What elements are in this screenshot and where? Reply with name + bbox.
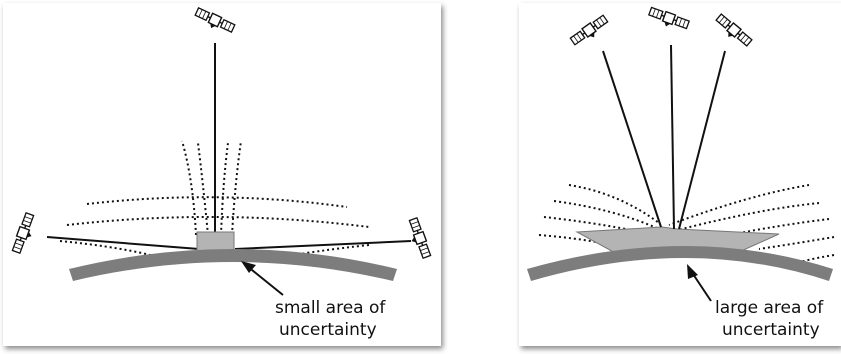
diagram-small-uncertainty: small area of uncertainty [3,3,441,346]
satellite-icon [713,13,753,49]
caption-line1: small area of [275,298,386,318]
caption-line2: uncertainty [279,320,377,340]
satellite-icon [570,14,611,48]
arrow-icon [687,264,711,301]
satellite-icon [193,7,235,37]
satellite-icon [647,6,689,33]
panel-large-uncertainty: large area of uncertainty [519,3,841,346]
earth-surface [527,246,833,281]
diagram-large-uncertainty: large area of uncertainty [519,3,841,346]
arrow-icon [241,261,283,295]
caption-line1: large area of [715,298,824,318]
earth-surface [69,249,397,281]
panel-small-uncertainty: small area of uncertainty [3,3,441,346]
satellite-icon [405,217,432,259]
signal-lines [47,43,411,249]
caption-line2: uncertainty [722,320,820,340]
satellite-icon [11,212,38,254]
